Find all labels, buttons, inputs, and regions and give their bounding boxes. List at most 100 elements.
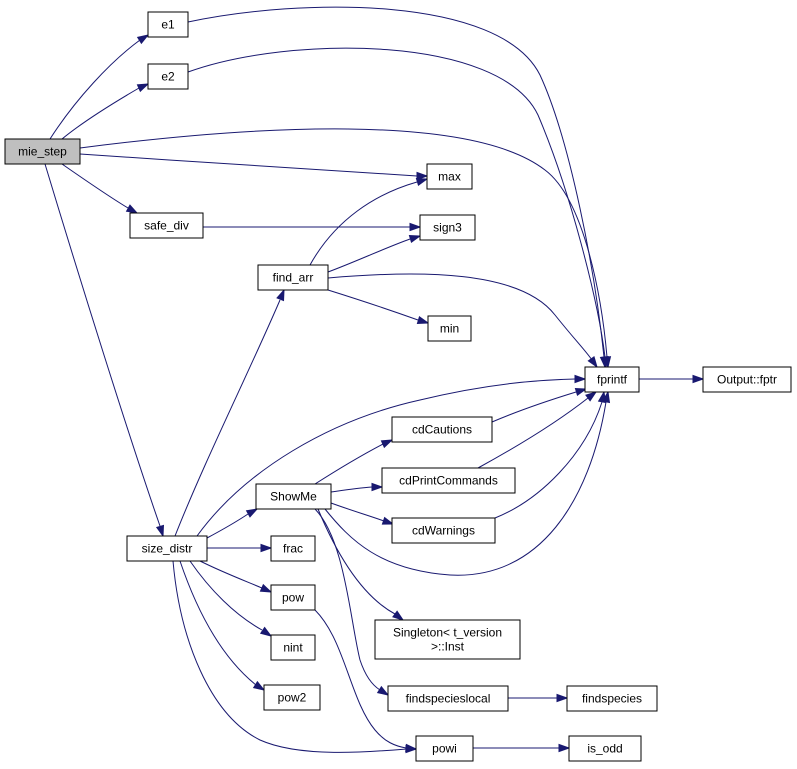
- edge-line: [314, 609, 407, 749]
- edge-arrowhead: [574, 374, 587, 384]
- node-box: [568, 735, 642, 762]
- edge-line: [327, 273, 593, 361]
- edge-arrowhead: [409, 222, 422, 232]
- node-sign3[interactable]: sign3: [419, 214, 476, 241]
- node-nint[interactable]: nint: [270, 634, 316, 661]
- node-box: [427, 315, 472, 342]
- edge-arrowhead: [405, 743, 418, 753]
- node-label: min: [440, 322, 459, 336]
- node-label: findspecieslocal: [406, 692, 491, 706]
- edge-line: [324, 401, 607, 576]
- node-label: max: [438, 170, 461, 184]
- edge-line: [61, 163, 129, 209]
- node-label: e2: [161, 70, 175, 84]
- node-label: sign3: [433, 221, 462, 235]
- edge-powi-to-is_odd: [472, 743, 571, 753]
- edge-line: [179, 560, 257, 686]
- edge-ShowMe-to-cdCautions: [314, 439, 394, 485]
- node-label: safe_div: [144, 219, 189, 233]
- node-box: [584, 366, 640, 393]
- node-cdPrintCommands[interactable]: cdPrintCommands: [381, 467, 516, 494]
- edge-ShowMe-to-cdPrintCommands: [330, 482, 384, 493]
- edge-arrowhead: [574, 387, 588, 397]
- node-e2[interactable]: e2: [147, 63, 189, 90]
- node-max[interactable]: max: [426, 163, 473, 190]
- edge-line: [314, 508, 381, 691]
- edge-line: [187, 6, 605, 358]
- node-e1[interactable]: e1: [147, 11, 189, 38]
- node-label: findspecies: [582, 692, 642, 706]
- node-safe-div[interactable]: safe_div: [129, 212, 204, 239]
- node-box: [566, 685, 658, 712]
- node-label: Output::fptr: [717, 373, 777, 387]
- edge-mie_step-to-size_distr: [44, 163, 165, 538]
- node-box: [391, 416, 493, 443]
- node-label: frac: [283, 542, 303, 556]
- node-cdCautions[interactable]: cdCautions: [391, 416, 493, 443]
- edge-find_arr-to-min: [327, 289, 430, 325]
- node-pow2[interactable]: pow2: [263, 684, 321, 711]
- node-is-odd[interactable]: is_odd: [568, 735, 642, 762]
- node-singleton[interactable]: Singleton< t_version>::Inst: [374, 619, 521, 660]
- edge-mie_step-to-e1: [49, 34, 150, 140]
- node-mie-step[interactable]: mie_step: [4, 138, 81, 165]
- edge-size_distr-to-ShowMe: [206, 508, 259, 539]
- edge-ShowMe-to-findspecieslocal: [314, 508, 390, 696]
- node-label: fprintf: [597, 373, 628, 387]
- edge-line: [330, 502, 385, 522]
- edge-arrowhead: [245, 508, 259, 518]
- node-ShowMe[interactable]: ShowMe: [255, 483, 332, 510]
- edge-find_arr-to-max: [309, 177, 429, 266]
- edge-line: [172, 560, 407, 753]
- edge-size_distr-to-pow2: [179, 560, 266, 691]
- edge-arrowhead: [252, 680, 266, 691]
- node-box: [415, 735, 474, 762]
- node-box: [263, 684, 321, 711]
- node-label: mie_step: [18, 145, 67, 159]
- node-pow[interactable]: pow: [270, 584, 316, 611]
- node-label: is_odd: [587, 742, 622, 756]
- node-cdWarnings[interactable]: cdWarnings: [391, 517, 496, 544]
- edge-mie_step-to-max: [79, 153, 429, 181]
- edge-line: [314, 443, 384, 485]
- edge-e2-to-fprintf: [187, 47, 610, 369]
- node-box: [129, 212, 204, 239]
- node-label: powi: [432, 742, 457, 756]
- edge-arrowhead: [376, 685, 390, 696]
- node-box: [426, 163, 473, 190]
- edge-arrowhead: [380, 439, 394, 449]
- edge-arrowhead: [416, 171, 429, 181]
- edge-line: [494, 401, 603, 519]
- edge-arrowhead: [597, 390, 607, 404]
- node-label: Singleton< t_version: [393, 626, 502, 640]
- node-findspecies[interactable]: findspecies: [566, 685, 658, 712]
- node-box: [419, 214, 476, 241]
- edge-line: [61, 87, 140, 140]
- node-find-arr[interactable]: find_arr: [257, 264, 329, 291]
- edges-layer: [44, 6, 705, 754]
- edge-mie_step-to-fprintf: [79, 128, 612, 369]
- node-powi[interactable]: powi: [415, 735, 474, 762]
- node-frac[interactable]: frac: [270, 535, 316, 562]
- edge-mie_step-to-safe_div: [61, 163, 139, 214]
- node-size-distr[interactable]: size_distr: [126, 535, 208, 562]
- edge-cdPrintCommands-to-fprintf: [477, 391, 598, 469]
- node-label: pow2: [278, 691, 307, 705]
- node-label: find_arr: [273, 271, 314, 285]
- edge-line: [477, 397, 589, 469]
- node-fprintf[interactable]: fprintf: [584, 366, 640, 393]
- edge-line: [327, 289, 419, 321]
- edge-line: [491, 391, 577, 423]
- edge-size_distr-to-nint: [189, 560, 273, 637]
- edge-fprintf-to-output_fptr: [638, 374, 705, 384]
- edge-line: [327, 238, 411, 273]
- edge-arrowhead: [276, 288, 285, 302]
- edge-arrowhead: [587, 356, 598, 369]
- edge-line: [49, 39, 141, 140]
- node-output-fptr[interactable]: Output::fptr: [702, 366, 792, 393]
- node-min[interactable]: min: [427, 315, 472, 342]
- node-findspecieslocal[interactable]: findspecieslocal: [387, 685, 509, 712]
- edge-arrowhead: [260, 543, 273, 553]
- node-label: >::Inst: [431, 640, 465, 654]
- edge-arrowhead: [259, 626, 273, 637]
